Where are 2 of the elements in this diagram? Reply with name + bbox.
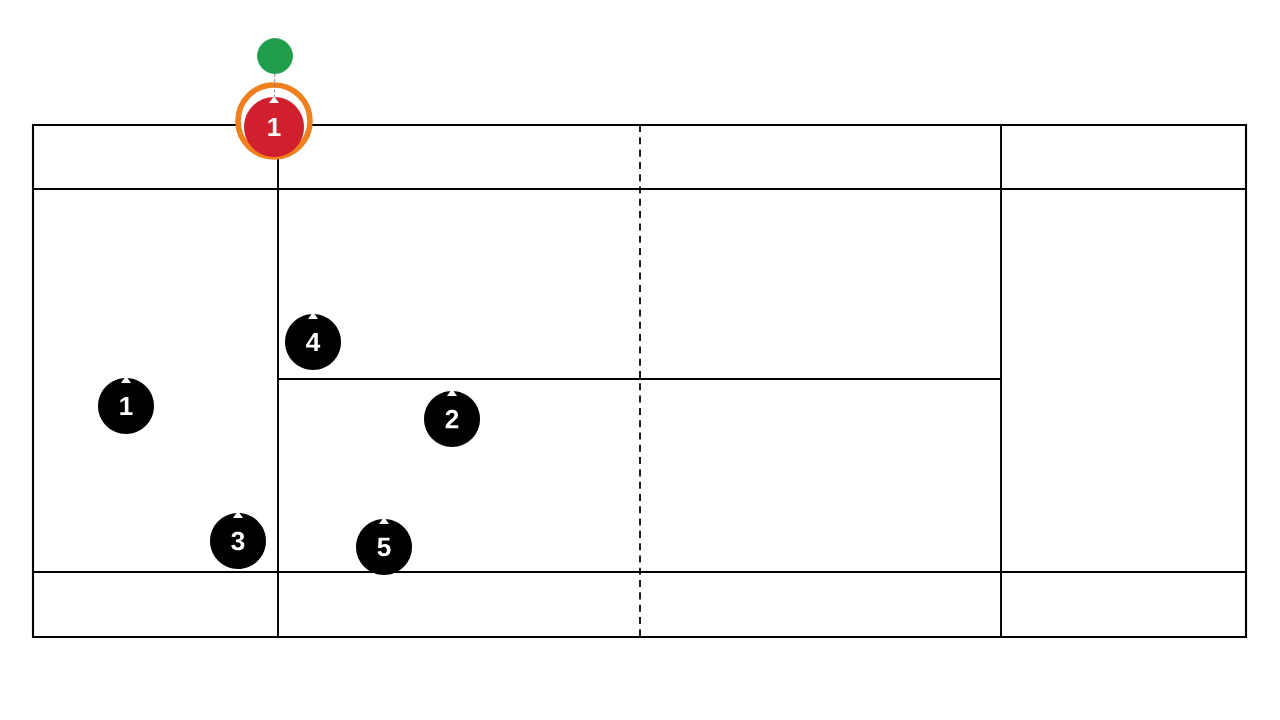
rotation-handle xyxy=(257,38,293,74)
connector-line xyxy=(273,73,276,98)
